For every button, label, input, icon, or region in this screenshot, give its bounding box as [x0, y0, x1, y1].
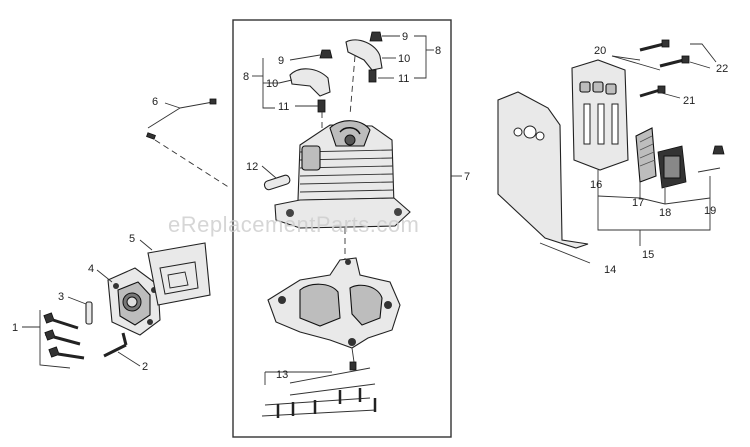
callout-7: 7	[464, 171, 470, 183]
crankcase	[267, 257, 401, 371]
callout-10-left: 10	[266, 78, 278, 90]
callout-10-right: 10	[398, 53, 410, 65]
callout-4: 4	[88, 263, 94, 275]
callout-13: 13	[276, 369, 288, 381]
rocker-right	[345, 31, 434, 116]
adapter-4	[96, 267, 161, 336]
engine-group-frame	[232, 19, 452, 438]
callout-11-right: 11	[398, 73, 409, 85]
callout-9-right: 9	[402, 31, 408, 43]
callout-1: 1	[12, 322, 18, 334]
cylinder-block	[274, 120, 411, 229]
callout-17: 17	[632, 197, 644, 209]
callout-18: 18	[659, 207, 671, 219]
callout-16: 16	[590, 179, 602, 191]
screw-19	[697, 145, 725, 198]
callout-22: 22	[716, 63, 728, 75]
rocker-left	[252, 49, 333, 140]
callout-8-right: 8	[435, 45, 441, 57]
callout-14: 14	[604, 264, 616, 276]
callout-labels: 1 2 3 4 5 6 7 8 8 9 9 10 10 11 11 12 13 …	[12, 31, 728, 381]
cover-18	[657, 145, 687, 204]
intake-group	[22, 98, 231, 369]
pin-12	[261, 165, 291, 191]
callout-6: 6	[152, 96, 158, 108]
callout-20: 20	[594, 45, 606, 57]
callout-19: 19	[704, 205, 716, 217]
rod-2	[103, 332, 141, 367]
callout-12: 12	[246, 161, 258, 173]
callout-2: 2	[142, 361, 148, 373]
callout-11-left: 11	[278, 101, 289, 113]
callout-3: 3	[58, 291, 64, 303]
watermark: eReplacementParts.com	[168, 212, 419, 237]
heat-shield-14	[497, 91, 591, 264]
callout-21: 21	[683, 95, 695, 107]
callout-15: 15	[642, 249, 654, 261]
callout-5: 5	[129, 233, 135, 245]
screw-set-13	[261, 367, 377, 418]
muffler-16	[571, 59, 629, 196]
callout-8-left: 8	[243, 71, 249, 83]
clip-6	[146, 98, 231, 189]
muffler-group	[497, 39, 725, 264]
pin-3	[67, 296, 93, 325]
gasket-5	[139, 239, 211, 306]
engine-group	[252, 31, 462, 418]
screen-17	[635, 127, 657, 198]
callout-9-left: 9	[278, 55, 284, 67]
bolt-set-1	[43, 312, 85, 360]
bolt-set-20-22	[611, 39, 717, 99]
